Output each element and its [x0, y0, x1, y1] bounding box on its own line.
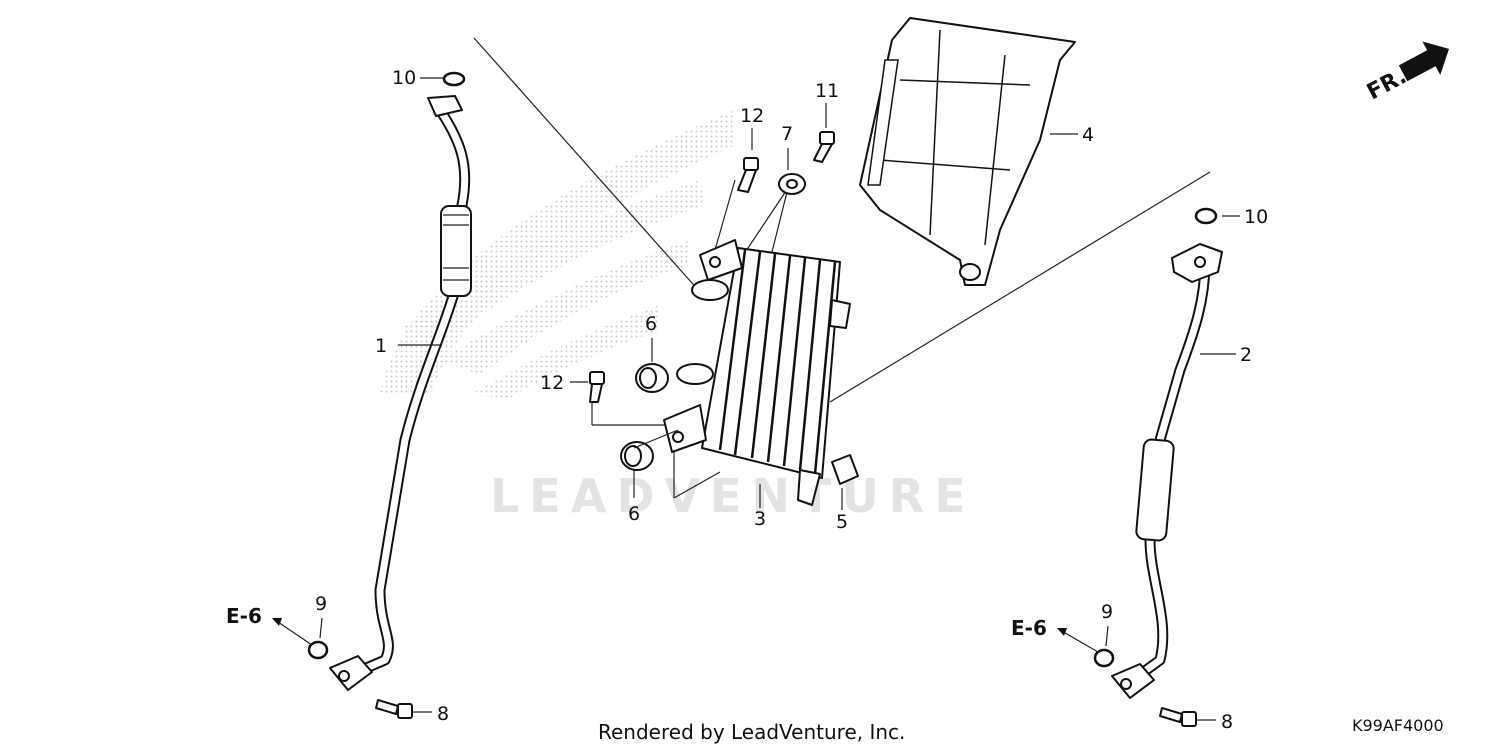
bolt-12-mid-part [589, 371, 605, 403]
callout-collar: 7 [781, 123, 793, 145]
collar-part [778, 173, 806, 195]
oil-cooler [663, 239, 851, 506]
callout-cover: 4 [1082, 124, 1094, 146]
callout-oring-right: 10 [1244, 206, 1268, 228]
callout-oil-cooler: 3 [754, 508, 766, 530]
oil-pipe-right [1111, 243, 1223, 699]
callout-grommet-top: 6 [645, 313, 657, 335]
rendered-by-footer: Rendered by LeadVenture, Inc. [598, 720, 905, 744]
callout-grommet-bottom: 6 [628, 503, 640, 525]
oil-cooler-cover [859, 17, 1076, 286]
oil-pipe-left [329, 95, 472, 691]
washer-left-part [307, 640, 329, 660]
callout-pipe-right: 2 [1240, 344, 1252, 366]
callout-clip: 5 [836, 511, 848, 533]
watermark-text: LEADVENTURE [490, 469, 976, 523]
wing-logo-background [380, 110, 735, 398]
front-direction-marker: FR. [1363, 41, 1450, 105]
grommet-top [635, 363, 669, 393]
washer-right-part [1093, 648, 1115, 668]
grommet-bottom [620, 441, 654, 471]
callout-bolt-left: 8 [437, 703, 449, 725]
callout-bolt-11: 11 [815, 80, 839, 102]
callout-oring-left: 10 [392, 67, 416, 89]
callout-washer-right: 9 [1101, 601, 1113, 623]
ref-arrow-left-icon [272, 618, 282, 626]
ref-arrow-right-icon [1057, 628, 1067, 636]
callout-pipe-left: 1 [375, 335, 387, 357]
diagram-code: K99AF4000 [1352, 716, 1444, 735]
bolt-12-top-part [737, 157, 759, 193]
reference-label-left[interactable]: E-6 [226, 604, 262, 628]
callout-washer-left: 9 [315, 593, 327, 615]
oring-left-part [442, 71, 466, 87]
front-arrow-icon [1398, 41, 1450, 82]
callout-leaders [274, 77, 1240, 721]
clip-part [831, 454, 859, 485]
bolt-8-right-part [1159, 707, 1197, 727]
callout-bolt-right: 8 [1221, 711, 1233, 733]
callout-bolt-12-mid: 12 [540, 372, 564, 394]
bolt-8-left-part [375, 699, 413, 719]
oring-right-part [1194, 207, 1218, 225]
bolt-11-part [813, 131, 835, 163]
reference-label-right[interactable]: E-6 [1011, 616, 1047, 640]
callout-bolt-12-top: 12 [740, 105, 764, 127]
